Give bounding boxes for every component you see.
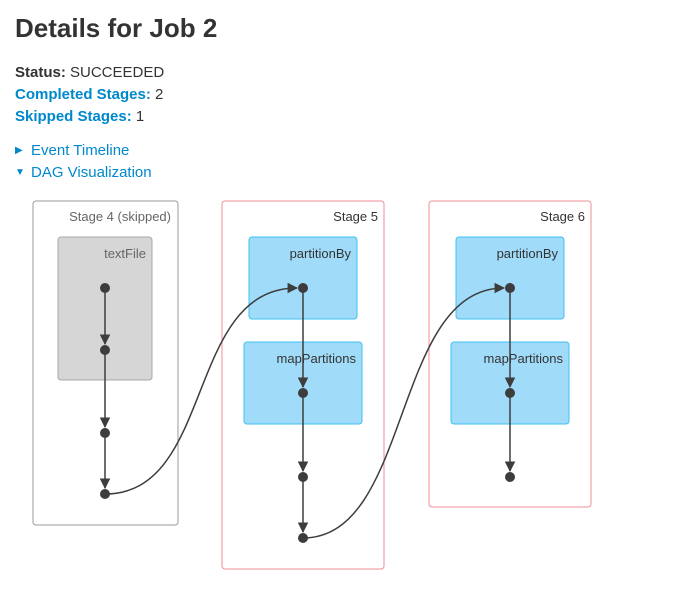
stage-6-label[interactable]: Stage 6 bbox=[540, 209, 585, 224]
rdd-node[interactable] bbox=[505, 283, 515, 293]
edge-cross-stage bbox=[302, 282, 506, 539]
stage-5-label[interactable]: Stage 5 bbox=[333, 209, 378, 224]
dag-visualization-label: DAG Visualization bbox=[31, 164, 152, 181]
completed-stages-row: Completed Stages: 2 bbox=[15, 84, 164, 106]
edge-cross-stage bbox=[104, 282, 299, 495]
rdd-node[interactable] bbox=[100, 283, 110, 293]
rdd-node[interactable] bbox=[100, 345, 110, 355]
operation-label-partitionby: partitionBy bbox=[497, 246, 559, 261]
rdd-node[interactable] bbox=[100, 428, 110, 438]
status-value: SUCCEEDED bbox=[70, 64, 165, 81]
operation-label-mappartitions: mapPartitions bbox=[277, 351, 357, 366]
dag-nodes bbox=[100, 283, 515, 543]
page-title: Details for Job 2 bbox=[15, 13, 218, 43]
completed-stages-value: 2 bbox=[155, 86, 164, 103]
caret-down-icon: ▼ bbox=[15, 167, 25, 178]
job-summary: Status: SUCCEEDED Completed Stages: 2 Sk… bbox=[15, 62, 164, 128]
operation-label-mappartitions: mapPartitions bbox=[484, 351, 564, 366]
rdd-node[interactable] bbox=[298, 283, 308, 293]
rdd-node[interactable] bbox=[505, 388, 515, 398]
rdd-node[interactable] bbox=[298, 388, 308, 398]
event-timeline-label: Event Timeline bbox=[31, 142, 130, 159]
rdd-node[interactable] bbox=[298, 533, 308, 543]
skipped-stages-value: 1 bbox=[135, 108, 145, 125]
dag-visualization-toggle[interactable]: ▼ DAG Visualization bbox=[15, 162, 152, 184]
status-label: Status: bbox=[15, 64, 66, 81]
event-timeline-toggle[interactable]: ▶ Event Timeline bbox=[15, 140, 152, 162]
caret-right-icon: ▶ bbox=[15, 145, 23, 156]
skipped-stages-row: Skipped Stages: 1 bbox=[15, 106, 164, 128]
skipped-stages-link[interactable]: Skipped Stages: bbox=[15, 108, 132, 125]
rdd-node[interactable] bbox=[100, 489, 110, 499]
stage-4-label[interactable]: Stage 4 (skipped) bbox=[69, 209, 171, 224]
status-row: Status: SUCCEEDED bbox=[15, 62, 164, 84]
operation-label-textfile: textFile bbox=[104, 246, 146, 261]
completed-stages-link[interactable]: Completed Stages: bbox=[15, 86, 151, 103]
visualization-toggles: ▶ Event Timeline ▼ DAG Visualization bbox=[15, 140, 152, 184]
rdd-node[interactable] bbox=[505, 472, 515, 482]
rdd-node[interactable] bbox=[298, 472, 308, 482]
operation-label-partitionby: partitionBy bbox=[290, 246, 352, 261]
dag-edges bbox=[99, 282, 516, 539]
